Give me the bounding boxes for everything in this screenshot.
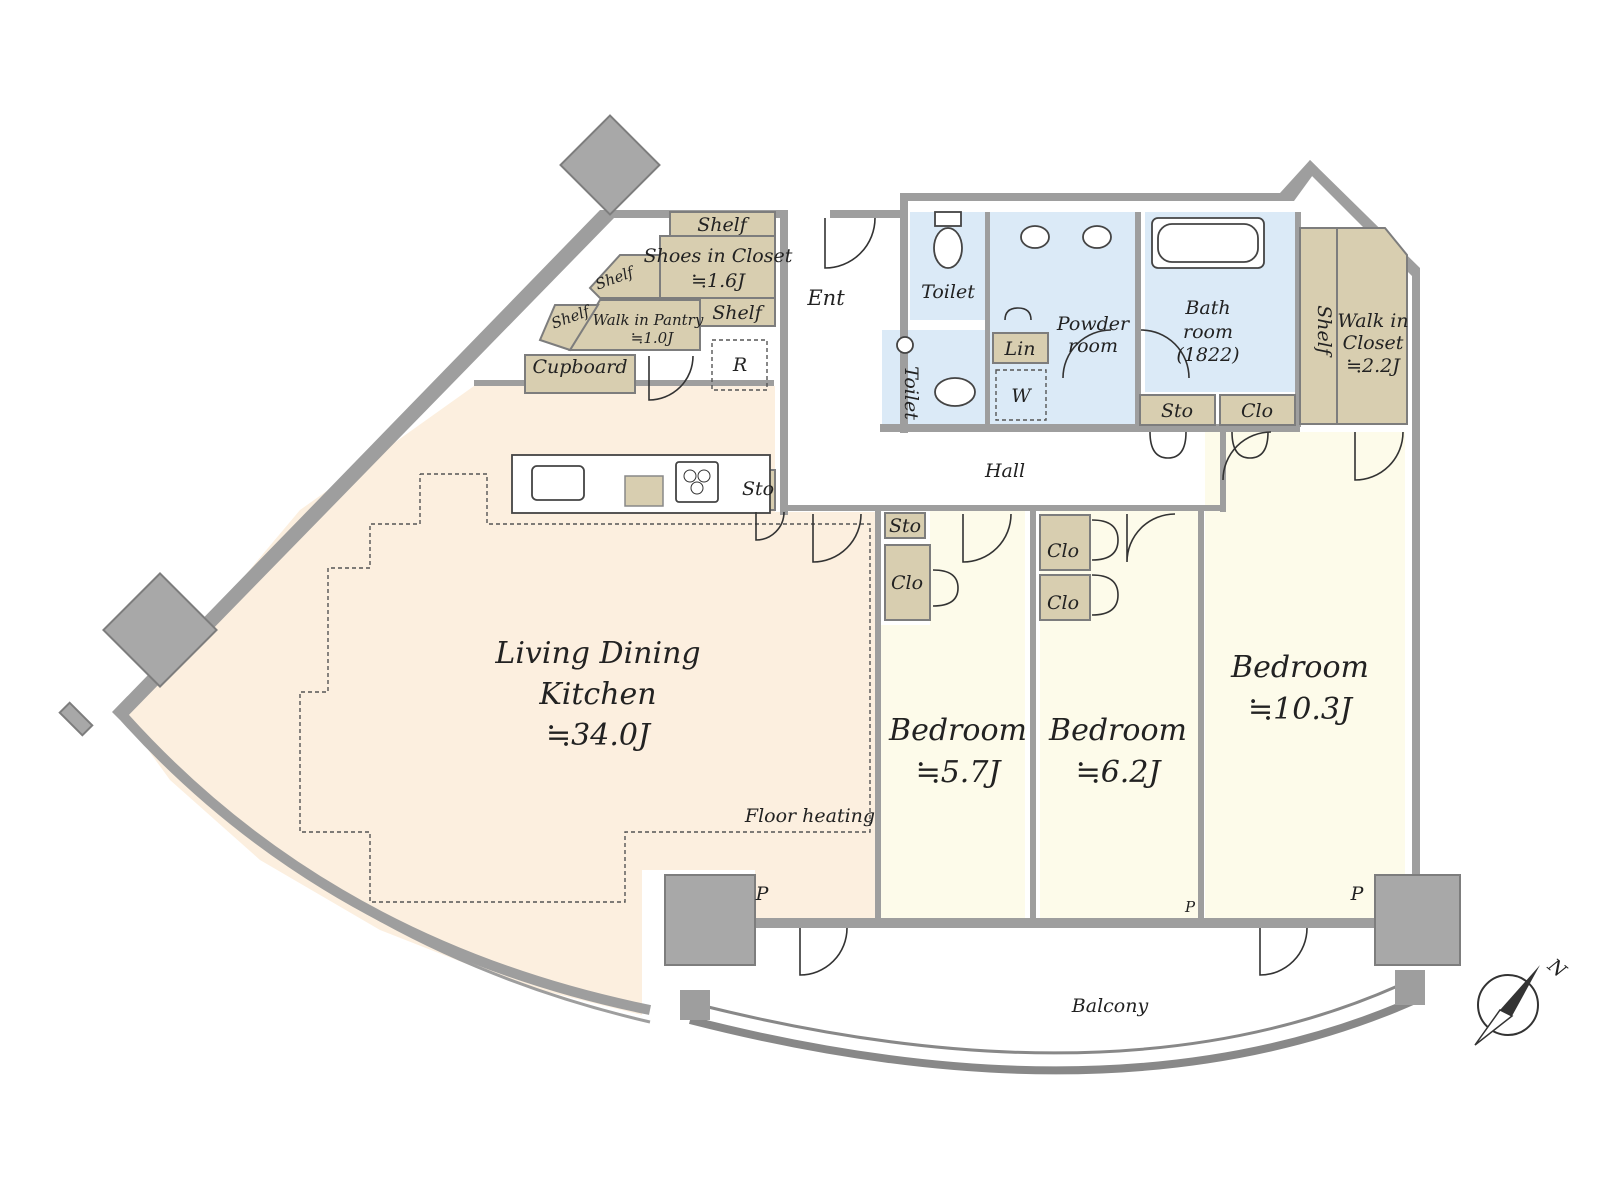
cupboard xyxy=(524,354,636,394)
lin-label: Lin xyxy=(1004,338,1036,360)
bath-label-1: Bath xyxy=(1184,297,1230,319)
fridge-area xyxy=(711,339,768,391)
washer-label: W xyxy=(1011,385,1032,407)
toilet-fixtures xyxy=(896,211,976,407)
kitchen-counter xyxy=(511,454,771,514)
column-small xyxy=(58,701,94,737)
bedroom-1-label: Bedroom xyxy=(888,713,1027,748)
shelf-wic xyxy=(1299,227,1338,425)
bedroom-3-size: ≒10.3J xyxy=(1248,692,1354,727)
ent-label: Ent xyxy=(806,286,845,310)
clo-bath-label: Clo xyxy=(1241,400,1273,422)
clo-bed2a xyxy=(1039,514,1091,571)
toilet-2-label: Toilet xyxy=(900,366,922,420)
bedroom-2-label: Bedroom xyxy=(1048,713,1187,748)
shelf-mid-label: Shelf xyxy=(712,302,765,324)
walk-in-pantry-size: ≒1.0J xyxy=(631,329,674,347)
doors xyxy=(648,217,1404,976)
bedroom-2-size: ≒6.2J xyxy=(1076,755,1163,790)
washer-area xyxy=(995,369,1047,421)
wic-size: ≒2.2J xyxy=(1346,355,1401,377)
sto-bath-label: Sto xyxy=(1161,400,1193,422)
sinks xyxy=(1020,225,1112,249)
ldk-label-1: Living Dining xyxy=(494,636,700,671)
bedroom-3-area xyxy=(1205,432,1405,918)
clo-bed2a-label: Clo xyxy=(1047,540,1079,562)
shelf-diag-1 xyxy=(588,254,661,299)
shelf-wic-label: Shelf xyxy=(1313,305,1335,358)
bedroom-1-area xyxy=(880,625,1025,918)
shelf-top-label: Shelf xyxy=(697,214,750,236)
column-left xyxy=(102,572,218,688)
powder-room-label-2: room xyxy=(1068,335,1118,357)
bedroom-1-size: ≒5.7J xyxy=(916,755,1003,790)
bedroom-1-upper xyxy=(930,510,1025,630)
sto-hall xyxy=(884,512,926,539)
bath-label-2: room xyxy=(1183,321,1233,343)
pipe-space-3: P xyxy=(1350,883,1365,905)
clo-bed2b xyxy=(1039,574,1091,621)
shoes-closet-label: Shoes in Closet xyxy=(644,245,793,267)
bath-label-3: (1822) xyxy=(1176,344,1239,366)
balcony-outline xyxy=(689,996,1417,1075)
floor-heating-zone xyxy=(299,473,871,903)
ldk-label-2: Kitchen xyxy=(538,677,656,712)
wic-label-1: Walk in xyxy=(1337,310,1408,332)
hall-label: Hall xyxy=(984,460,1025,482)
powder-room-area xyxy=(990,212,1135,425)
walk-in-pantry-label: Walk in Pantry xyxy=(593,311,704,329)
lin-box xyxy=(992,332,1049,364)
sto-kitchen-label: Sto xyxy=(742,478,774,500)
north-label: N xyxy=(1543,954,1572,983)
clo-bed1 xyxy=(884,544,931,621)
shelf-diag-2 xyxy=(538,304,600,352)
cupboard-label: Cupboard xyxy=(532,356,627,378)
toilet-1-label: Toilet xyxy=(921,281,975,303)
powder-room-label-1: Powder xyxy=(1056,313,1131,335)
pipe-space-2: P xyxy=(1184,898,1196,916)
sto-hall-label: Sto xyxy=(889,515,921,537)
bathtub xyxy=(1151,217,1265,269)
compass-icon xyxy=(1474,965,1540,1046)
balcony-label: Balcony xyxy=(1071,995,1149,1017)
pipe-space-1: P xyxy=(755,883,770,905)
shelf-top xyxy=(669,211,776,237)
ldk-area xyxy=(125,386,875,1015)
wic-label-2: Closet xyxy=(1343,332,1404,354)
bedroom-3-label: Bedroom xyxy=(1230,650,1369,685)
floor-heating-label: Floor heating xyxy=(744,805,875,827)
fridge-label: R xyxy=(732,354,747,376)
walk-in-closet xyxy=(1336,227,1408,425)
shoes-closet-size: ≒1.6J xyxy=(691,270,746,292)
ldk-size: ≒34.0J xyxy=(546,718,652,753)
sto-bath xyxy=(1139,394,1216,426)
column-bottom-right xyxy=(1374,874,1461,966)
column-bottom-mid xyxy=(664,874,756,966)
clo-bed2b-label: Clo xyxy=(1047,592,1079,614)
column-top xyxy=(559,114,661,216)
clo-bath xyxy=(1219,394,1296,426)
clo-bed1-label: Clo xyxy=(891,572,923,594)
